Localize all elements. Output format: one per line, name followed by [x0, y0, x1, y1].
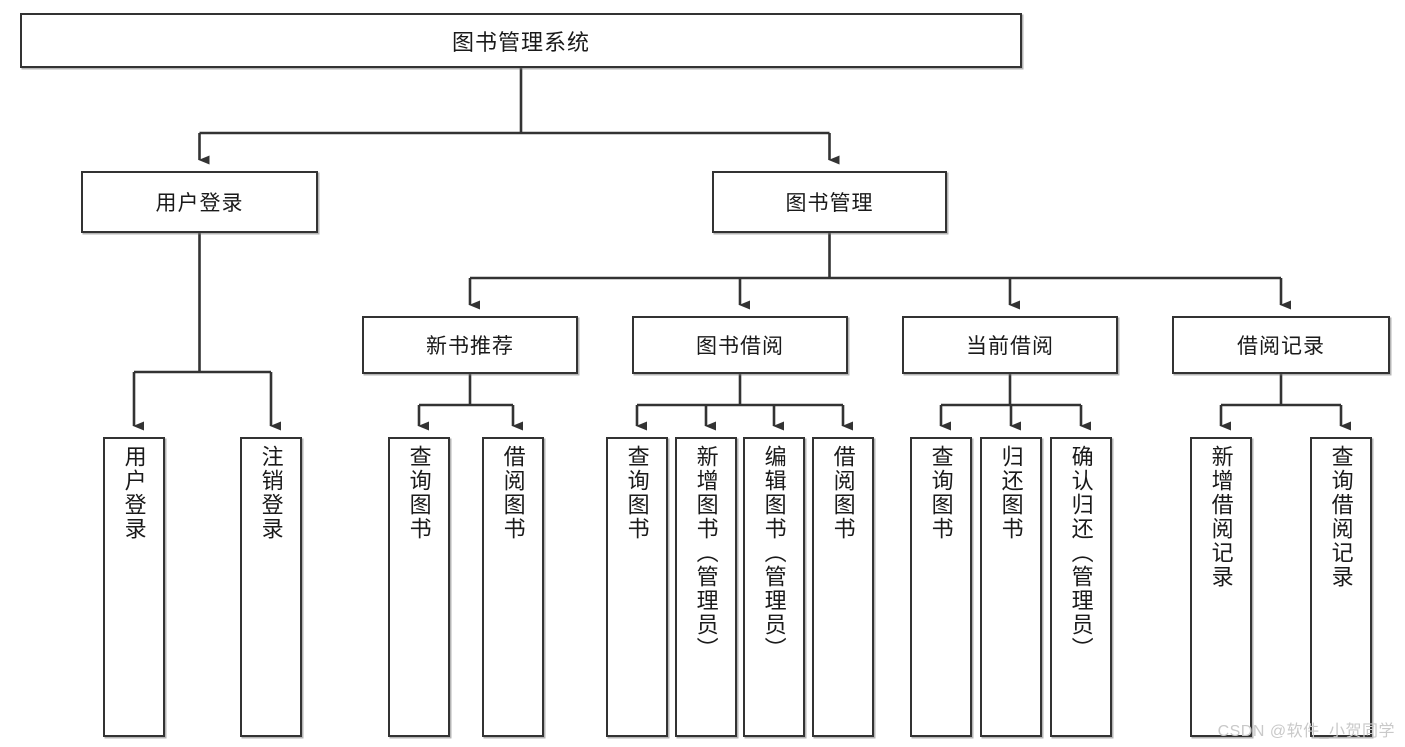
node-确认归还管理员[interactable]: 确认归还（管理员） — [1050, 437, 1112, 737]
node-label: 归还图书 — [998, 445, 1024, 541]
node-label: 新增借阅记录 — [1208, 445, 1234, 589]
node-label: 借阅图书 — [500, 445, 526, 541]
node-label: 编辑图书（管理员） — [761, 445, 787, 661]
node-label: 图书借阅 — [696, 335, 784, 358]
node-新增图书管理员[interactable]: 新增图书（管理员） — [675, 437, 737, 737]
node-新增借阅记录[interactable]: 新增借阅记录 — [1190, 437, 1252, 737]
node-新书推荐[interactable]: 新书推荐 — [362, 316, 578, 374]
node-当前借阅[interactable]: 当前借阅 — [902, 316, 1118, 374]
node-用户登录[interactable]: 用户登录 — [81, 171, 318, 233]
node-label: 借阅图书 — [830, 445, 856, 541]
node-查询图书[interactable]: 查询图书 — [388, 437, 450, 737]
node-图书管理[interactable]: 图书管理 — [712, 171, 947, 233]
node-label: 查询图书 — [928, 445, 954, 541]
node-label: 用户登录 — [121, 445, 147, 541]
node-label: 查询借阅记录 — [1328, 445, 1354, 589]
node-label: 查询图书 — [406, 445, 432, 541]
node-借阅图书[interactable]: 借阅图书 — [812, 437, 874, 737]
node-用户登录[interactable]: 用户登录 — [103, 437, 165, 737]
node-编辑图书管理员[interactable]: 编辑图书（管理员） — [743, 437, 805, 737]
node-label: 借阅记录 — [1237, 335, 1325, 358]
node-查询借阅记录[interactable]: 查询借阅记录 — [1310, 437, 1372, 737]
watermark-text: CSDN @软件_小贺同学 — [1217, 723, 1395, 740]
node-label: 确认归还（管理员） — [1068, 445, 1094, 661]
node-借阅图书[interactable]: 借阅图书 — [482, 437, 544, 737]
node-label: 图书管理系统 — [451, 29, 590, 55]
node-查询图书[interactable]: 查询图书 — [606, 437, 668, 737]
node-label: 图书管理 — [785, 192, 874, 215]
node-查询图书[interactable]: 查询图书 — [910, 437, 972, 737]
node-图书借阅[interactable]: 图书借阅 — [632, 316, 848, 374]
node-label: 新书推荐 — [426, 335, 514, 358]
node-label: 新增图书（管理员） — [693, 445, 719, 661]
node-借阅记录[interactable]: 借阅记录 — [1172, 316, 1390, 374]
node-label: 查询图书 — [624, 445, 650, 541]
node-label: 注销登录 — [258, 445, 284, 541]
node-label: 用户登录 — [155, 192, 244, 215]
node-注销登录[interactable]: 注销登录 — [240, 437, 302, 737]
node-label: 当前借阅 — [966, 335, 1054, 358]
node-图书管理系统[interactable]: 图书管理系统 — [20, 13, 1022, 68]
node-归还图书[interactable]: 归还图书 — [980, 437, 1042, 737]
